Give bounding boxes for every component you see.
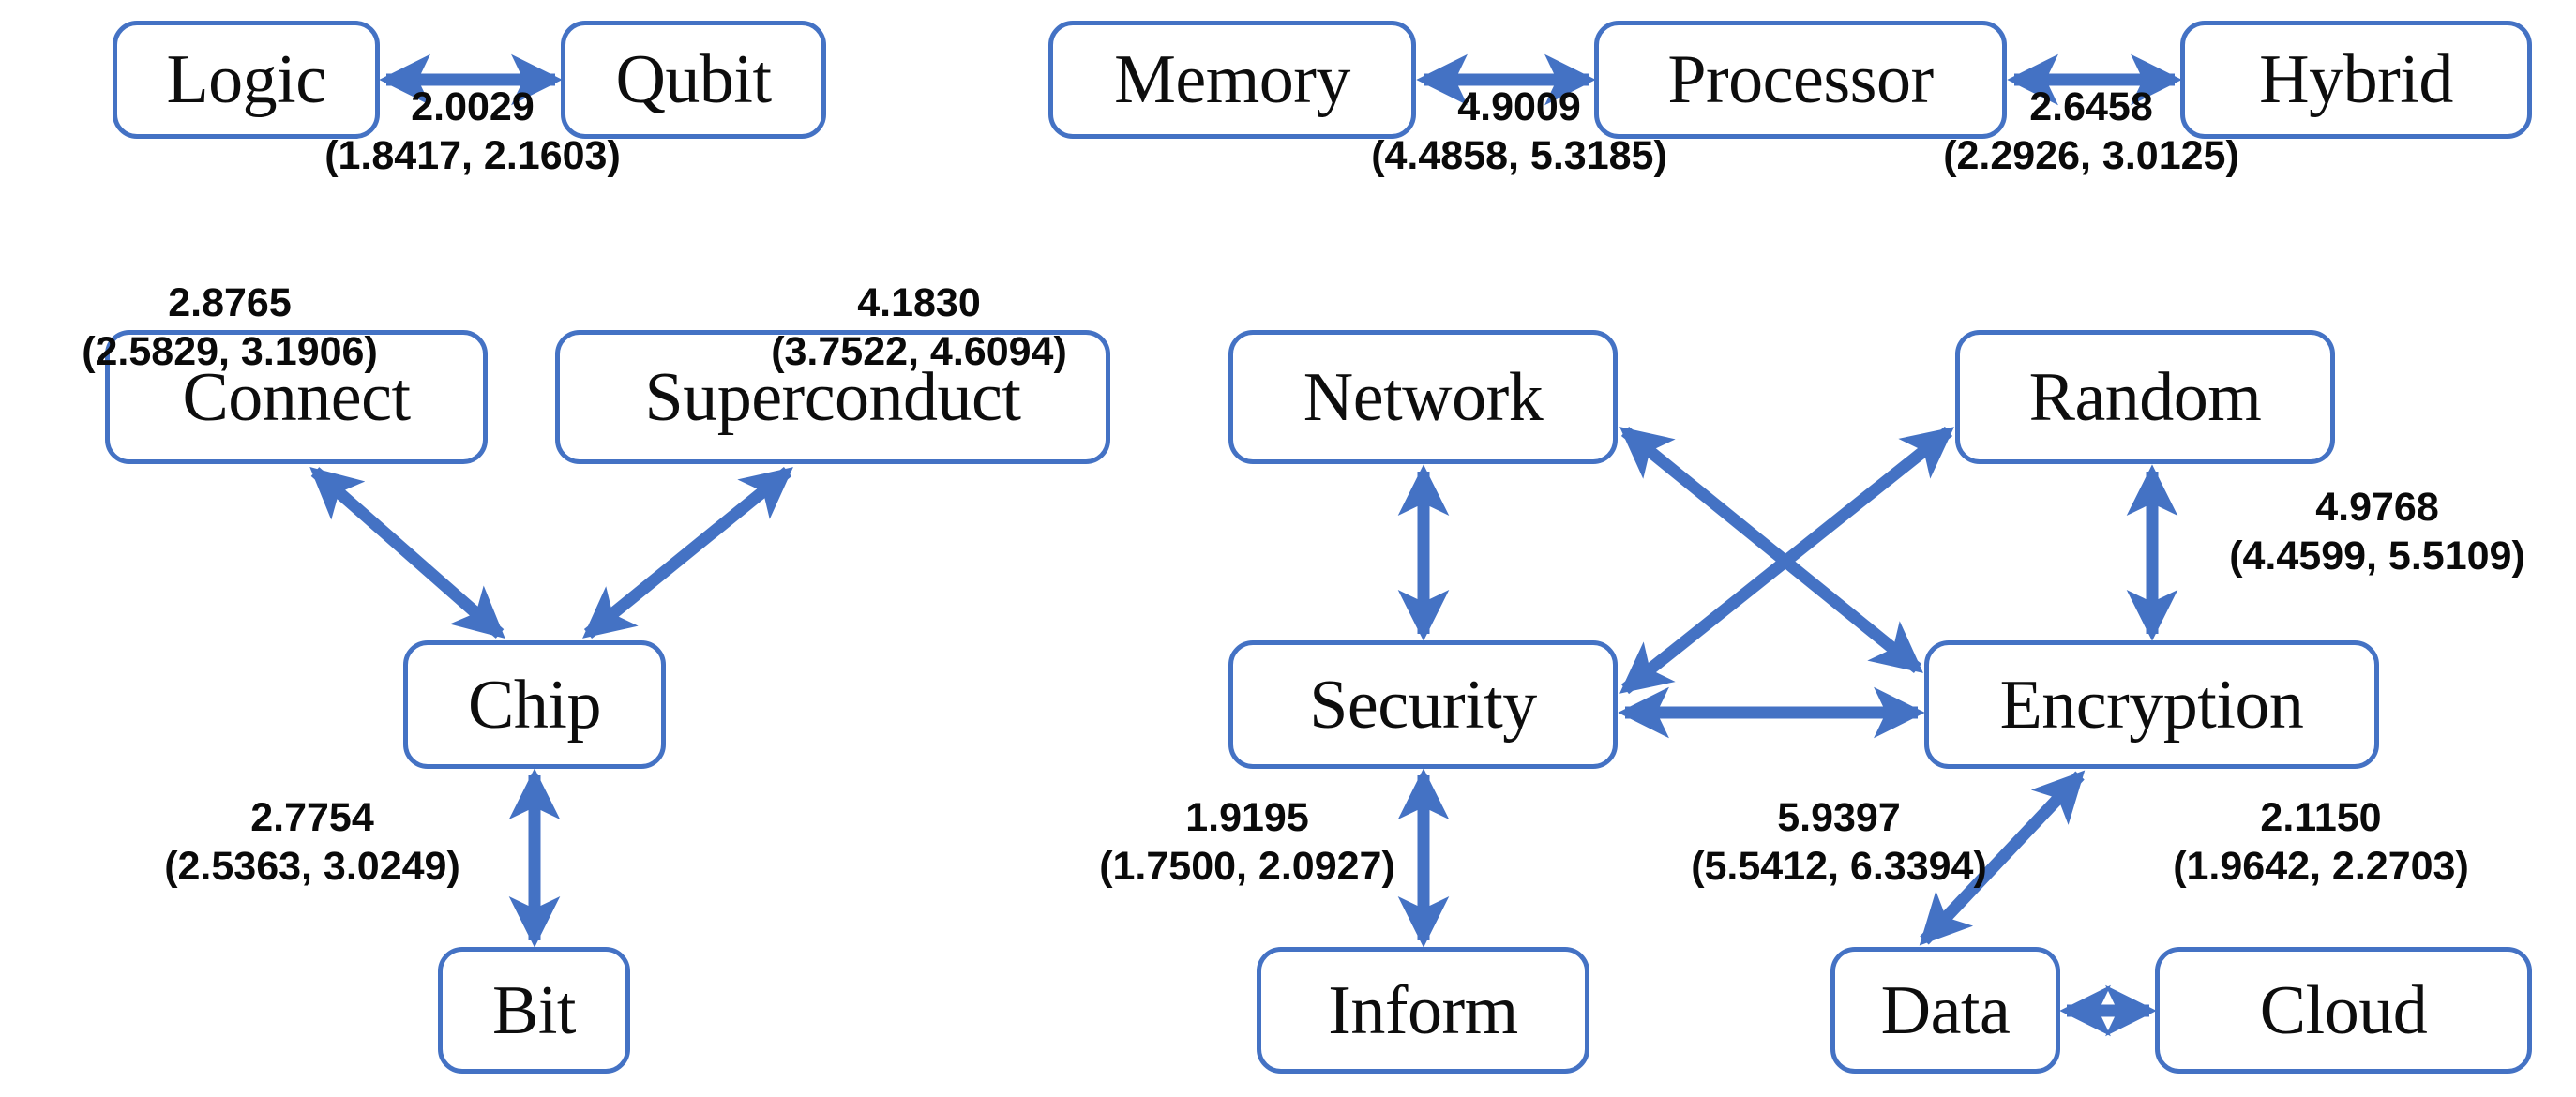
node-memory[interactable]: Memory [1048,21,1416,139]
edge-value: 2.0029 [411,84,535,129]
edge-label-chip-bit: 2.7754 (2.5363, 3.0249) [92,793,533,892]
edge-network-encryption [1619,426,1923,674]
edge-label-superconduct-chip: 4.1830 (3.7522, 4.6094) [699,278,1139,377]
edge-label-logic-qubit: 2.0029 (1.8417, 2.1603) [276,83,670,181]
edge-confidence-interval: (5.5412, 6.3394) [1691,844,1987,890]
edge-encryption-data [1919,770,2086,946]
edge-confidence-interval: (1.7500, 2.0927) [1099,844,1395,890]
edge-value: 2.6458 [2029,84,2153,129]
node-cloud[interactable]: Cloud [2155,947,2532,1074]
edge-label-memory-processor: 4.9009 (4.4858, 5.3185) [1299,83,1740,181]
node-network[interactable]: Network [1228,330,1618,464]
edge-confidence-interval: (4.4858, 5.3185) [1371,133,1667,179]
edge-value: 5.9397 [1777,795,1901,840]
edge-confidence-interval: (2.5363, 3.0249) [164,844,460,890]
edge-confidence-interval: (2.5829, 3.1906) [82,329,378,375]
node-inform[interactable]: Inform [1257,947,1589,1074]
edge-superconduct-chip [582,466,793,639]
edge-confidence-interval: (3.7522, 4.6094) [771,329,1067,375]
node-connect[interactable]: Connect [105,330,488,464]
node-data[interactable]: Data [1830,947,2060,1074]
edge-label-processor-hybrid: 2.6458 (2.2926, 3.0125) [1871,83,2312,181]
edge-confidence-interval: (1.9642, 2.2703) [2173,844,2469,890]
edge-value: 2.7754 [250,795,374,840]
edge-confidence-interval: (2.2926, 3.0125) [1943,133,2239,179]
edge-confidence-interval: (1.8417, 2.1603) [324,133,621,179]
node-random[interactable]: Random [1955,330,2335,464]
edge-label-random-encryption: 4.9768 (4.4599, 5.5109) [2157,483,2576,581]
edge-value: 4.9768 [2315,485,2439,530]
edge-value: 2.8765 [168,280,292,325]
edge-value: 4.1830 [857,280,981,325]
node-bit[interactable]: Bit [438,947,630,1074]
edge-confidence-interval: (4.4599, 5.5109) [2229,533,2525,579]
node-superconduct[interactable]: Superconduct [555,330,1110,464]
node-chip[interactable]: Chip [403,640,666,769]
node-encryption[interactable]: Encryption [1924,640,2379,769]
edge-value: 1.9195 [1185,795,1309,840]
node-qubit[interactable]: Qubit [561,21,826,139]
edge-label-encryption-data: 2.1150 (1.9642, 2.2703) [2101,793,2541,892]
edge-security-random [1619,426,1954,695]
node-processor[interactable]: Processor [1594,21,2007,139]
edge-value: 4.9009 [1457,84,1581,129]
edge-label-security-inform: 1.9195 (1.7500, 2.0927) [1027,793,1468,892]
edge-label-security-encryption: 5.9397 (5.5412, 6.3394) [1619,793,2059,892]
node-security[interactable]: Security [1228,640,1618,769]
node-hybrid[interactable]: Hybrid [2180,21,2532,139]
node-logic[interactable]: Logic [113,21,380,139]
edge-value: 2.1150 [2260,795,2382,840]
edge-label-connect-chip: 2.8765 (2.5829, 3.1906) [9,278,450,377]
edge-connect-chip [309,466,505,639]
